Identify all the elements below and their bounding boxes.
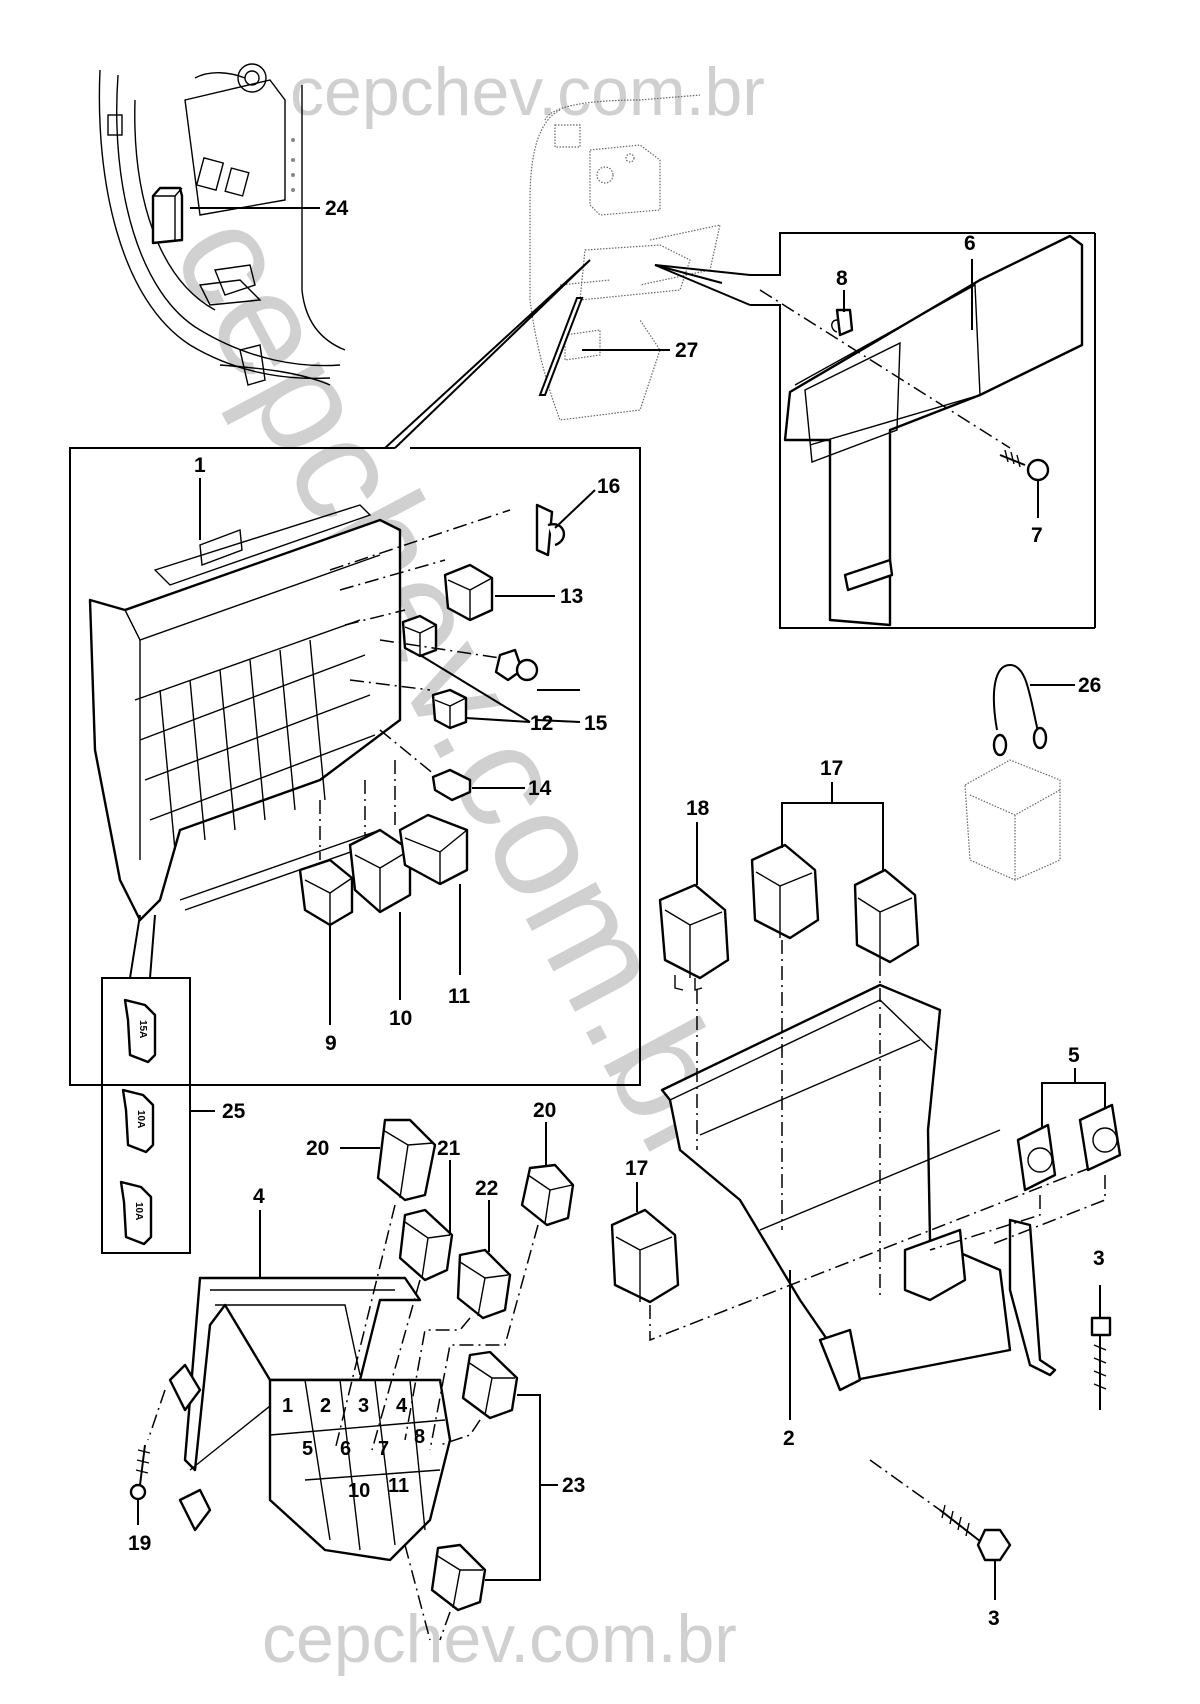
callout-2: 2 bbox=[783, 1427, 795, 1450]
callout-21: 21 bbox=[437, 1137, 461, 1160]
relay-20-right bbox=[520, 1163, 575, 1227]
callout-10: 10 bbox=[389, 1007, 412, 1030]
callout-7: 7 bbox=[1031, 524, 1043, 547]
callout-4: 4 bbox=[253, 1185, 265, 1208]
relay-10 bbox=[348, 828, 412, 914]
callout-24: 24 bbox=[325, 197, 349, 220]
slot-6: 6 bbox=[340, 1438, 351, 1460]
callout-16: 16 bbox=[597, 475, 620, 498]
fuse-15a: 15A bbox=[123, 998, 157, 1064]
relay-23-b bbox=[430, 1543, 487, 1612]
slot-8: 8 bbox=[414, 1426, 425, 1448]
watermark-top: cepchev.com.br bbox=[290, 54, 765, 130]
screw-7 bbox=[999, 449, 1050, 482]
callout-17-top: 17 bbox=[820, 757, 843, 780]
cover-panel-6 bbox=[783, 234, 1084, 627]
callout-17-left: 17 bbox=[625, 1157, 648, 1180]
dashboard-location-view: 27 bbox=[384, 94, 751, 449]
slot-3: 3 bbox=[358, 1395, 369, 1417]
slot-5: 5 bbox=[302, 1438, 313, 1460]
relay-21 bbox=[398, 1208, 454, 1282]
relay-9 bbox=[298, 858, 354, 927]
relay-17-a bbox=[750, 843, 820, 940]
callout-9: 9 bbox=[325, 1032, 337, 1055]
callout-22: 22 bbox=[475, 1177, 498, 1200]
callout-8: 8 bbox=[836, 267, 848, 290]
relay-11 bbox=[398, 813, 469, 886]
relay-18 bbox=[658, 883, 730, 991]
grommet-5-b bbox=[1078, 1103, 1122, 1172]
bulb-socket-15 bbox=[494, 648, 539, 682]
callout-19: 19 bbox=[128, 1532, 151, 1555]
relay-23-a bbox=[461, 1350, 519, 1420]
callout-27: 27 bbox=[675, 339, 698, 362]
callout-11: 11 bbox=[448, 985, 471, 1008]
slot-2: 2 bbox=[320, 1395, 331, 1417]
bracket-16 bbox=[535, 503, 566, 557]
fuse-inset-25: 15A 10A 10A 25 bbox=[101, 914, 246, 1254]
relay-12-b bbox=[431, 688, 468, 730]
callout-3-lower: 3 bbox=[988, 1607, 1000, 1630]
relay-17-c bbox=[610, 1208, 680, 1304]
callout-13: 13 bbox=[560, 585, 583, 608]
callout-6: 6 bbox=[964, 232, 976, 255]
callout-14: 14 bbox=[528, 777, 552, 800]
fuse-14 bbox=[431, 768, 472, 802]
slot-1: 1 bbox=[282, 1395, 293, 1417]
callout-15: 15 bbox=[584, 712, 608, 735]
callout-20-right: 20 bbox=[533, 1099, 556, 1122]
callout-5: 5 bbox=[1068, 1044, 1080, 1067]
callout-26: 26 bbox=[1078, 674, 1101, 697]
screw-3-lower bbox=[939, 1504, 1012, 1562]
slot-10: 10 bbox=[348, 1480, 370, 1502]
fuse-rating-1: 15A bbox=[137, 1020, 148, 1038]
fuse-rating-2: 10A bbox=[135, 1110, 146, 1128]
relay-12-a bbox=[401, 614, 438, 658]
callout-20-left: 20 bbox=[306, 1137, 329, 1160]
relay-20-left bbox=[376, 1118, 437, 1202]
relay-22 bbox=[456, 1248, 512, 1320]
slot-11: 11 bbox=[388, 1475, 409, 1497]
relay-13 bbox=[443, 563, 494, 622]
watermark-bottom: cepchev.com.br bbox=[262, 1601, 737, 1677]
relay-holder-assembly: 18 17 17 bbox=[610, 757, 1122, 1630]
fuse-10a-1: 10A bbox=[121, 1088, 155, 1154]
relay-base-slots: 1 2 3 4 5 6 7 8 10 11 bbox=[268, 1378, 452, 1562]
screw-3-upper bbox=[1090, 1316, 1112, 1410]
slot-7: 7 bbox=[378, 1438, 389, 1460]
callout-23: 23 bbox=[562, 1474, 585, 1497]
callout-1: 1 bbox=[194, 454, 206, 477]
vehicle-kick-panel-view: 24 bbox=[98, 63, 349, 386]
callout-12: 12 bbox=[530, 712, 553, 735]
fuse-box-detail-frame: 1 16 13 12 bbox=[69, 447, 641, 1254]
fuse-10a-2: 10A bbox=[119, 1180, 153, 1246]
clip-8 bbox=[831, 308, 854, 337]
screw-19 bbox=[129, 1444, 151, 1501]
slot-4: 4 bbox=[396, 1395, 408, 1417]
callout-3-upper: 3 bbox=[1093, 1247, 1105, 1270]
callout-25: 25 bbox=[222, 1100, 246, 1123]
relay-26-assembly: 26 bbox=[964, 663, 1101, 881]
relay-17-b bbox=[853, 868, 920, 964]
relay-base-assembly: 1 2 3 4 5 6 7 8 10 11 4 19 20 bbox=[128, 1099, 585, 1641]
fuse-rating-3: 10A bbox=[133, 1202, 144, 1220]
grommet-5-a bbox=[1016, 1123, 1057, 1192]
relay-24 bbox=[151, 186, 184, 245]
cover-panel-frame: 6 8 7 bbox=[750, 232, 1096, 629]
callout-18: 18 bbox=[686, 797, 710, 820]
